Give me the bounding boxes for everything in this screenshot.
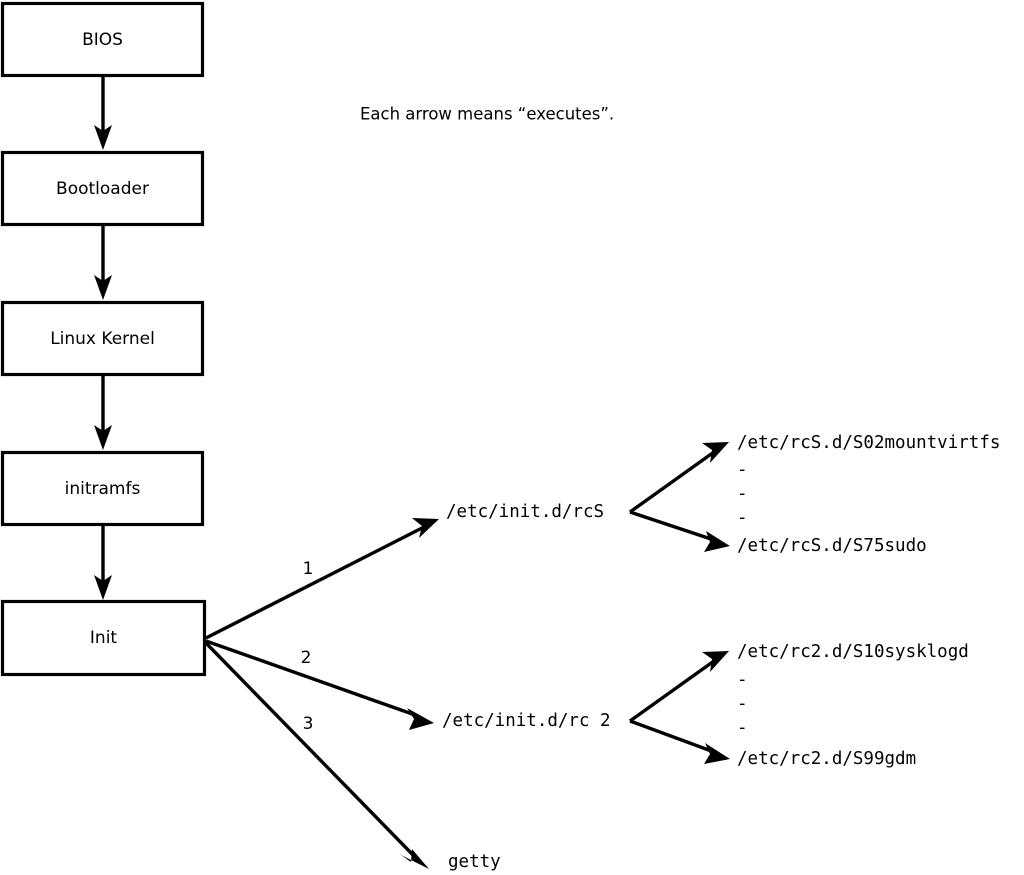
arrow-head-icon bbox=[94, 125, 112, 150]
arrow-head-icon bbox=[94, 275, 112, 300]
arrow-kernel-to-initramfs bbox=[94, 375, 112, 450]
rcs-subbranch-upper-arrow bbox=[629, 442, 729, 514]
rc2-subbranch-lower-arrow bbox=[629, 719, 730, 764]
node-initramfs[interactable]: initramfs bbox=[0, 450, 205, 527]
rc2-ellipsis-dash-2: - bbox=[737, 694, 748, 714]
legend-note: Each arrow means “executes”. bbox=[360, 105, 614, 124]
branch-2-target-label[interactable]: /etc/init.d/rc 2 bbox=[442, 711, 611, 731]
node-bootloader-rect bbox=[0, 150, 205, 227]
rcs-subbranch-lower-arrow bbox=[629, 510, 730, 552]
node-linux-kernel-label: Linux Kernel bbox=[50, 329, 155, 349]
arrow-bootloader-to-kernel bbox=[94, 225, 112, 300]
node-bios-rect bbox=[0, 1, 205, 78]
node-init[interactable]: Init bbox=[0, 599, 207, 677]
arrow-head-icon bbox=[407, 708, 434, 730]
arrow-head-icon bbox=[94, 425, 112, 450]
rc2-ellipsis-dash-3: - bbox=[737, 718, 748, 738]
node-bootloader[interactable]: Bootloader bbox=[0, 150, 205, 227]
node-initramfs-label: initramfs bbox=[65, 479, 141, 499]
node-initramfs-rect bbox=[0, 450, 205, 527]
node-bootloader-label: Bootloader bbox=[56, 179, 149, 199]
arrow-head-icon bbox=[704, 531, 730, 552]
rcs-script-last[interactable]: /etc/rcS.d/S75sudo bbox=[737, 536, 927, 556]
rcs-ellipsis-dash-2: - bbox=[737, 484, 748, 504]
rc2-subbranch-upper-arrow bbox=[629, 651, 729, 723]
arrow-head-icon bbox=[94, 575, 112, 600]
arrow-head-icon bbox=[702, 442, 729, 463]
branch-2-number: 2 bbox=[301, 648, 312, 668]
node-init-rect bbox=[0, 599, 207, 677]
arrow-head-icon bbox=[412, 518, 439, 538]
node-init-label: Init bbox=[90, 628, 118, 648]
node-bios[interactable]: BIOS bbox=[0, 1, 205, 78]
branch-3-target-label[interactable]: getty bbox=[448, 852, 501, 872]
rc2-script-first[interactable]: /etc/rc2.d/S10sysklogd bbox=[737, 642, 969, 662]
arrow-head-icon bbox=[401, 849, 429, 869]
branch-3-number: 3 bbox=[303, 714, 314, 734]
branch-3-arrow bbox=[204, 641, 429, 869]
rc2-script-last[interactable]: /etc/rc2.d/S99gdm bbox=[737, 749, 916, 769]
arrow-head-icon bbox=[704, 743, 730, 764]
arrow-bios-to-bootloader bbox=[94, 76, 112, 150]
node-linux-kernel-rect bbox=[0, 300, 205, 377]
rc2-ellipsis-dash-1: - bbox=[737, 670, 748, 690]
branch-1-arrow bbox=[205, 518, 439, 640]
rcs-ellipsis-dash-3: - bbox=[737, 508, 748, 528]
rcs-script-first[interactable]: /etc/rcS.d/S02mountvirtfs bbox=[737, 433, 1000, 453]
branch-1-target-label[interactable]: /etc/init.d/rcS bbox=[446, 502, 604, 522]
arrow-head-icon bbox=[702, 651, 729, 672]
node-bios-label: BIOS bbox=[82, 30, 123, 50]
node-linux-kernel[interactable]: Linux Kernel bbox=[0, 300, 205, 377]
arrow-initramfs-to-init bbox=[94, 525, 112, 600]
rcs-ellipsis-dash-1: - bbox=[737, 460, 748, 480]
branch-2-arrow bbox=[205, 639, 434, 730]
branch-1-number: 1 bbox=[303, 559, 314, 579]
